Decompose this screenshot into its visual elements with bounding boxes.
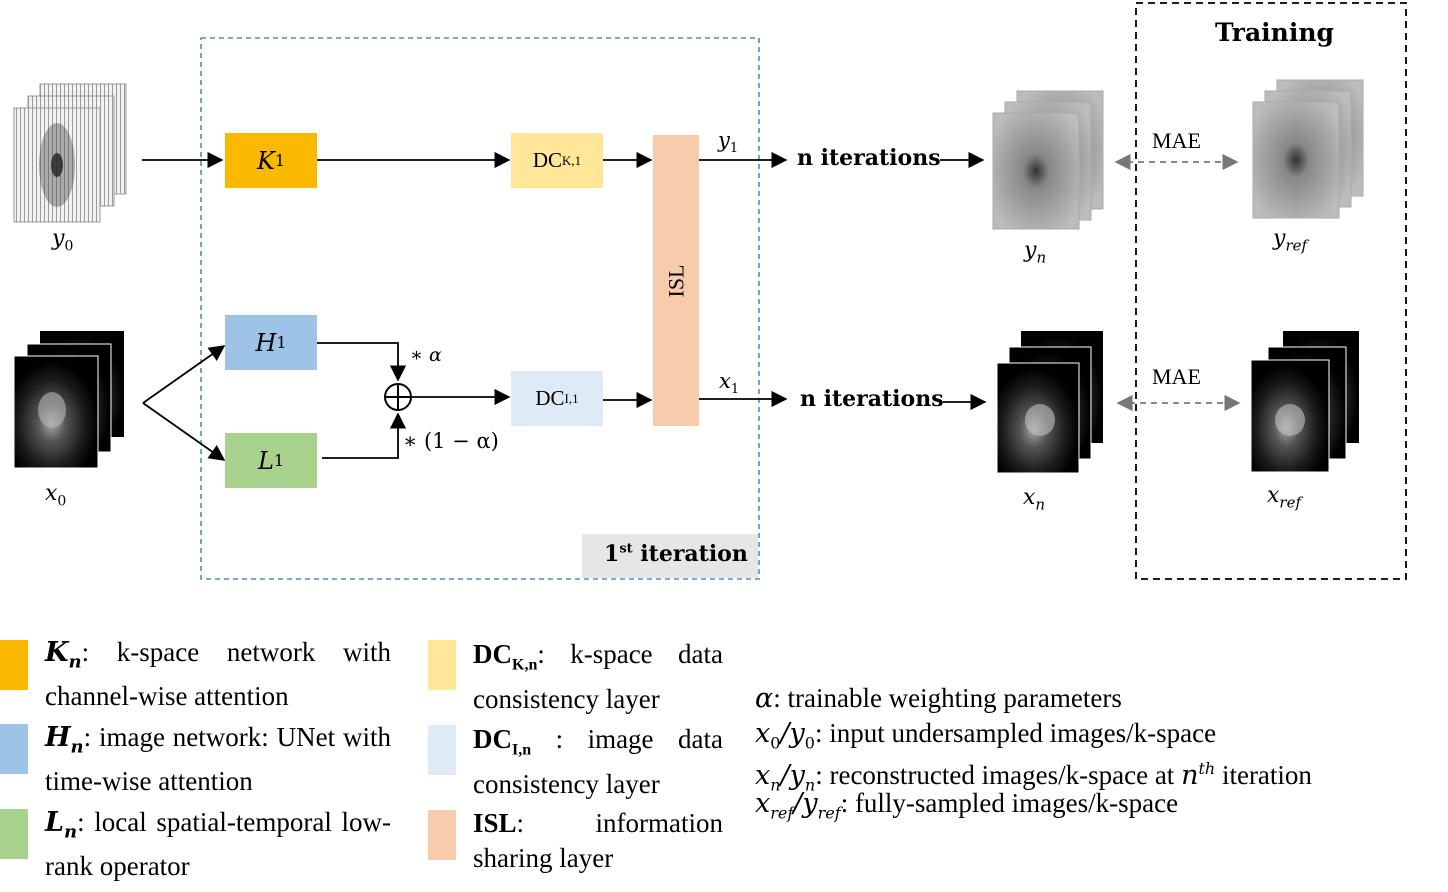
note-full: xref/yref: fully-sampled images/k-space (755, 788, 1179, 823)
training-frame (1135, 2, 1407, 580)
legend-item-isl: ISL: information sharing layer (473, 808, 723, 873)
y0-label: y0 (52, 226, 74, 255)
legend-swatch-dci (428, 725, 456, 775)
arrow-h-to-sum (317, 342, 407, 382)
alpha-weight-label: ∗ α (410, 344, 442, 366)
xn-image-stack (996, 331, 1103, 474)
flow-arrows (142, 151, 987, 461)
yref-label: yref (1273, 226, 1308, 255)
arrow-l-to-sum (322, 412, 407, 459)
isl-block: ISL (653, 135, 699, 426)
mae-kspace-label: MAE (1152, 128, 1201, 153)
legend-item-dck: DCK,n: k-space data consistency layer (473, 639, 723, 715)
x0-image-stack (13, 331, 124, 469)
legend-item-h: Hn: image network: UNet with time-wise a… (45, 722, 391, 797)
legend-swatch-isl (428, 810, 456, 860)
yn-kspace-stack (992, 90, 1104, 230)
yn-label: yn (1024, 238, 1047, 267)
n-iterations-kspace-label: n iterations (797, 145, 941, 171)
x1-label: x1 (719, 369, 740, 398)
iteration-frame (200, 37, 760, 580)
mae-image-label: MAE (1152, 364, 1201, 389)
first-iteration-badge: 1st iteration (604, 541, 748, 567)
n-iterations-image-label: n iterations (800, 386, 944, 412)
arrow-x0-to-h (142, 345, 226, 404)
y1-label: y1 (718, 128, 739, 157)
legend-swatch-h (0, 724, 28, 774)
arrow-x0-to-l (142, 402, 226, 461)
note-recon: xn/yn: reconstructed images/k-space at n… (755, 759, 1312, 795)
y0-kspace-stack (13, 83, 127, 223)
legend-swatch-l (0, 809, 28, 859)
legend-item-dci: DCI,n : image data consistency layer (473, 724, 723, 800)
note-alpha: α: trainable weighting parameters (755, 683, 1122, 714)
note-input: x0/y0: input undersampled images/k-space (755, 718, 1217, 753)
xn-label: xn (1023, 485, 1046, 514)
legend-swatch-k (0, 640, 28, 690)
one-minus-alpha-weight-label: ∗ (1 − α) (403, 429, 499, 453)
iteration-badge-bg (582, 534, 758, 578)
legend-item-k: Kn: k-space network with channel-wise at… (45, 637, 391, 712)
yref-kspace-stack (1252, 79, 1364, 219)
xref-label: xref (1267, 483, 1302, 512)
sum-node (384, 383, 412, 411)
legend-item-l: Ln: local spatial-temporal low-rank oper… (45, 807, 391, 882)
xref-image-stack (1250, 331, 1359, 473)
x0-label: x0 (45, 481, 67, 510)
legend-swatch-dck (428, 640, 456, 690)
training-title: Training (1215, 18, 1334, 47)
